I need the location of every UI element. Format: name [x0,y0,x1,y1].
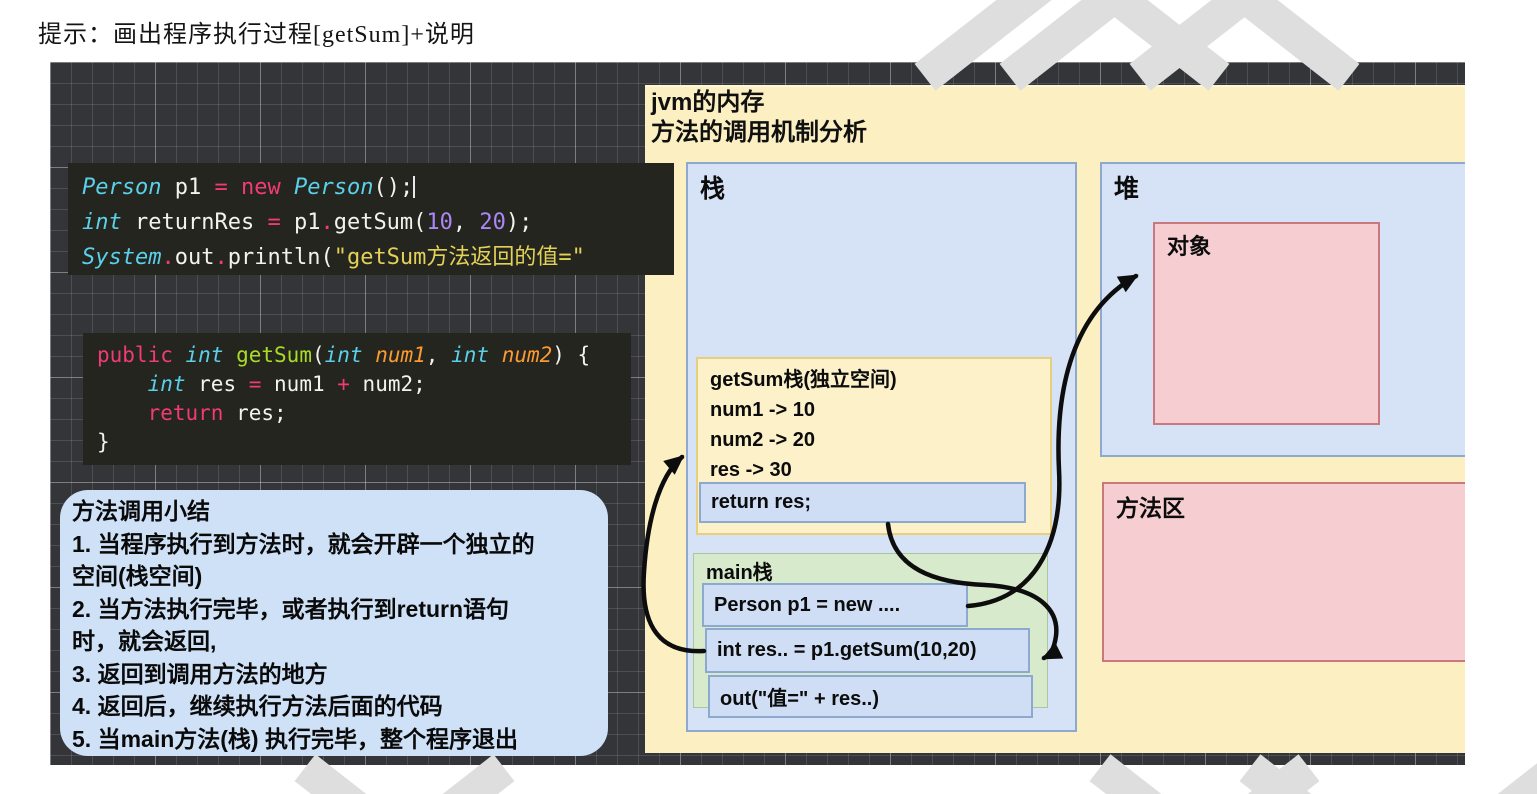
code-token: + [337,372,350,396]
code-token [228,175,241,200]
code-token: = [248,372,262,396]
method-area-label: 方法区 [1116,495,1185,521]
code-token: res; [223,401,287,425]
code-token: println( [227,245,334,270]
summary-line: 1. 当程序执行到方法时，就会开辟一个独立的 [72,530,535,557]
code-token: (); [373,175,414,200]
code-token: , [425,343,452,367]
code-token: = [267,210,281,235]
summary-line: 方法调用小结 [72,498,210,524]
summary-line: 4. 返回后，继续执行方法后面的代码 [72,693,443,719]
summary-line: 空间(栈空间) [72,563,203,589]
code-token: System [82,245,162,270]
code-token: new [240,175,281,200]
code-token: = [214,175,228,200]
statement-text: int res.. = p1.getSum(10,20) [717,639,977,661]
code-token: 10 [426,210,453,235]
code-token: returnRes [121,210,268,235]
code-token: num1 [261,372,338,396]
main-frame-label: main栈 [706,562,773,584]
panel-title-line2: 方法的调用机制分析 [651,119,867,146]
code-token [413,176,416,198]
code-token: int [451,343,490,367]
code-token: 20 [479,210,506,235]
statement-text: Person p1 = new .... [714,593,901,616]
code-token: p1 [280,210,321,235]
code-token: int [185,343,224,367]
code-line: int res = num1 + num2; [97,370,631,399]
summary-line: 2. 当方法执行完毕，或者执行到return语句 [72,595,510,622]
code-token: int [324,343,363,367]
panel-title-line1: jvm的内存 [651,89,765,116]
code-token: . [161,245,175,270]
code-token: int [147,372,186,396]
object-label: 对象 [1167,234,1212,259]
hint-text: 提示：画出程序执行过程[getSum]+说明 [38,22,475,48]
statement-text: out("值=" + res..) [720,688,879,710]
method-call-summary: 方法调用小结 1. 当程序执行到方法时，就会开辟一个独立的 空间(栈空间) 2.… [60,490,608,756]
code-token [363,343,376,367]
code-token: ( [311,343,325,367]
code-token: ) { [552,343,591,367]
code-token [281,175,294,200]
code-token: int [82,210,122,235]
code-token [223,343,236,367]
return-statement-text: return res; [711,491,812,513]
method-area: 方法区 [1102,482,1465,662]
code-token: Person [293,175,374,200]
code-line: Person p1 = new Person(); [82,170,674,205]
code-token: , [452,210,480,235]
code-token [489,343,502,367]
code-token: public [97,343,173,367]
code-line: public int getSum(int num1, int num2) { [97,341,631,370]
summary-line: 时，就会返回, [72,628,217,654]
code-token: getSum( [333,210,427,235]
getsum-var-num2: num2 -> 20 [710,429,816,451]
summary-line: 3. 返回到调用方法的地方 [72,660,328,687]
code-token: num2; [349,372,426,396]
code-token: Person [82,175,162,200]
code-token: res [185,372,249,396]
code-token: getSum [236,343,312,367]
stack-label: 栈 [700,175,726,203]
code-token: } [97,430,110,454]
code-line: return res; [97,399,631,428]
code-block-main-calls: Person p1 = new Person();int returnRes =… [68,163,674,275]
code-token: . [320,210,334,235]
code-token: num1 [375,343,426,367]
code-token [97,401,148,425]
code-block-getsum-method: public int getSum(int num1, int num2) { … [83,333,631,465]
code-token: p1 [161,175,215,200]
code-token [97,372,148,396]
code-token [173,343,186,367]
code-token: . [214,245,228,270]
main-statement-new-person: Person p1 = new .... [702,583,968,627]
code-token: return [147,401,224,425]
code-line: } [97,428,631,457]
code-line: System.out.println("getSum方法返回的值=" [82,240,674,275]
code-line: int returnRes = p1.getSum(10, 20); [82,205,674,240]
main-statement-println: out("值=" + res..) [708,675,1033,718]
code-token: "getSum方法返回的值=" [333,245,585,270]
return-statement-box: return res; [699,482,1026,523]
code-token: out [174,245,215,270]
getsum-frame-title: getSum栈(独立空间) [710,369,897,391]
getsum-var-res: res -> 30 [710,459,792,481]
getsum-var-num1: num1 -> 10 [710,399,816,421]
main-statement-getsum-call: int res.. = p1.getSum(10,20) [705,628,1030,673]
heap-label: 堆 [1114,175,1140,203]
code-token: num2 [501,343,553,367]
code-token: ); [505,210,533,235]
summary-line: 5. 当main方法(栈) 执行完毕，整个程序退出 [72,725,518,752]
panel-title: jvm的内存 方法的调用机制分析 [651,88,867,148]
heap-object-box: 对象 [1153,222,1380,425]
